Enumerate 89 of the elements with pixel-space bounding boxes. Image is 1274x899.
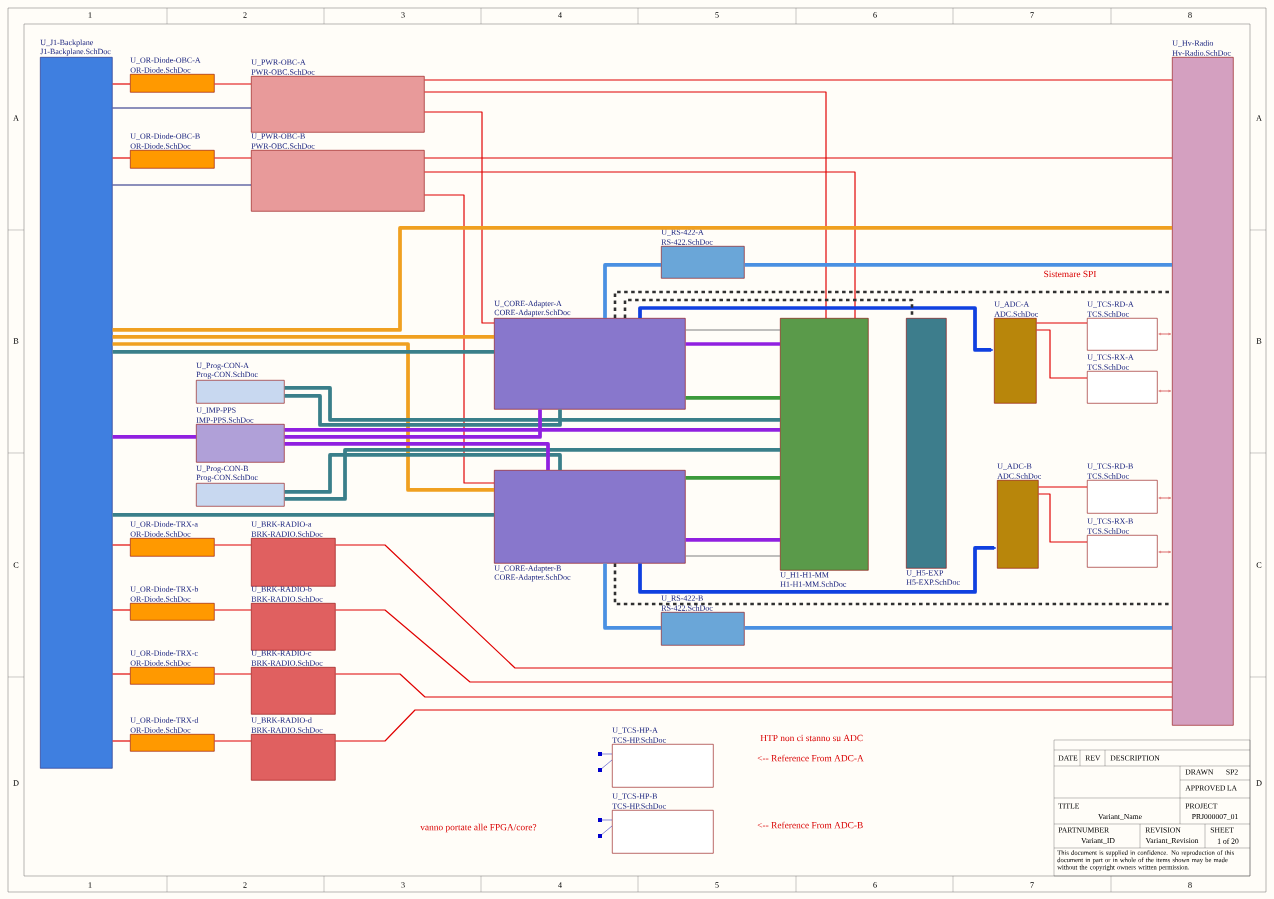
wire <box>424 194 495 484</box>
zone-marker: 2 <box>243 882 247 888</box>
wire <box>112 513 494 517</box>
zone-marker: 5 <box>715 12 719 18</box>
zone-marker: 1 <box>88 882 92 888</box>
wire <box>284 453 562 494</box>
wire <box>638 546 997 594</box>
wire <box>284 442 550 470</box>
wire <box>112 350 494 354</box>
wire <box>214 740 252 742</box>
wire <box>112 83 131 85</box>
zone-marker: 4 <box>558 12 562 18</box>
wire <box>284 409 542 439</box>
wire <box>1158 389 1172 393</box>
wire <box>335 544 1173 669</box>
zone-marker: B <box>13 338 19 344</box>
zone-marker: 7 <box>1030 12 1034 18</box>
zone-marker: A <box>1256 115 1262 121</box>
wire <box>1158 550 1172 554</box>
zone-marker: 7 <box>1030 882 1034 888</box>
wire <box>424 157 1173 159</box>
wire <box>424 91 827 319</box>
wire <box>112 435 196 439</box>
wire <box>685 329 781 331</box>
wire <box>284 394 562 427</box>
wire <box>603 563 661 630</box>
wire <box>685 342 780 346</box>
zone-marker: 5 <box>715 882 719 888</box>
zone-marker: 8 <box>1188 12 1192 18</box>
zone-marker: D <box>1256 780 1262 786</box>
wire <box>112 335 494 339</box>
wire <box>335 673 1173 698</box>
note-text: <-- Reference From ADC-A <box>757 754 864 762</box>
wire <box>335 609 1173 683</box>
zone-marker: 1 <box>88 12 92 18</box>
note-text: vanno portate alle FPGA/core? <box>420 823 537 833</box>
wire <box>623 298 914 318</box>
zone-marker: C <box>1256 562 1262 568</box>
wire <box>112 673 131 675</box>
wire <box>284 386 780 422</box>
wire <box>284 448 780 501</box>
note-text: HTP non ci stanno su ADC <box>760 734 863 742</box>
wire <box>214 157 252 159</box>
zone-marker: 8 <box>1188 882 1192 888</box>
wire <box>1038 486 1088 488</box>
wire <box>744 263 1172 267</box>
wire <box>424 111 495 324</box>
zone-marker: D <box>13 780 19 786</box>
note-text: <-- Reference From ADC-B <box>757 821 863 829</box>
zone-marker: 6 <box>873 882 877 888</box>
wire <box>214 673 252 675</box>
zone-marker: 3 <box>401 882 405 888</box>
wire <box>1036 329 1088 379</box>
wire <box>112 184 252 186</box>
wire <box>112 544 131 546</box>
wire <box>685 538 780 542</box>
wire <box>214 83 252 85</box>
wire <box>335 709 1173 742</box>
wire <box>424 171 856 319</box>
wire <box>613 563 1172 606</box>
wire <box>284 428 780 432</box>
wire <box>744 626 1172 630</box>
zone-marker: 6 <box>873 12 877 18</box>
wire <box>112 157 131 159</box>
wire <box>112 226 1172 332</box>
wire <box>1036 322 1088 324</box>
zone-marker: 2 <box>243 12 247 18</box>
note-text: Sistemare SPI <box>1044 270 1097 278</box>
wire <box>112 342 494 492</box>
wire <box>1158 332 1172 336</box>
zone-marker: 4 <box>558 882 562 888</box>
wire <box>112 740 131 742</box>
wire <box>214 609 252 611</box>
zone-marker: B <box>1256 338 1262 344</box>
wire <box>638 306 994 352</box>
wire <box>214 544 252 546</box>
wire <box>112 107 252 109</box>
zone-marker: A <box>13 115 19 121</box>
wire <box>603 263 661 318</box>
wire <box>613 290 1172 318</box>
wire <box>685 396 780 400</box>
wire <box>685 555 781 557</box>
wire <box>1038 493 1088 543</box>
wire <box>112 609 131 611</box>
zone-marker: C <box>13 562 19 568</box>
zone-marker: 3 <box>401 12 405 18</box>
wire <box>1158 496 1172 500</box>
wire <box>685 476 780 480</box>
wire <box>424 79 1173 81</box>
